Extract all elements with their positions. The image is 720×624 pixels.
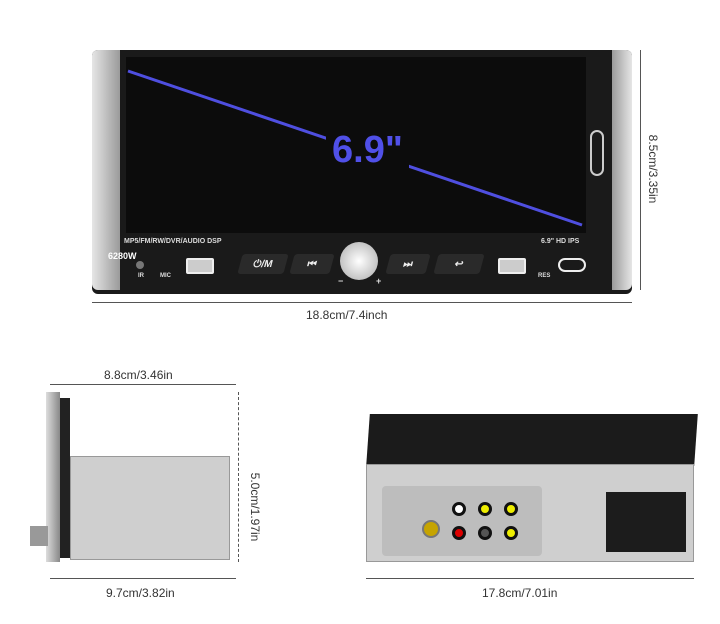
plus-label: + [376,276,382,286]
rear-connector-panel [382,486,542,556]
width-line [92,302,632,303]
rear-width-label: 17.8cm/7.01in [482,586,558,600]
prev-button[interactable]: ⏮ [289,254,335,274]
screen-size-label: 6.9" [326,129,409,172]
side-bezel [60,398,70,558]
side-height-label: 5.0cm/1.97in [248,472,262,542]
side-faceplate [46,392,60,562]
side-height-line [238,392,239,562]
rca-red-connector [452,526,466,540]
side-depth-top-line [50,384,236,385]
mic-label: MIC [160,273,171,279]
rca-yellow-connector [504,526,518,540]
front-width-label: 18.8cm/7.4inch [306,308,388,322]
screen: 6.9" [126,57,586,233]
side-depth-bottom-line [50,578,236,579]
side-depth-top-label: 8.8cm/3.46in [104,368,173,382]
usb-port-left[interactable] [186,258,214,274]
phone-icon [590,130,604,176]
ir-label: IR [138,273,144,279]
volume-knob[interactable] [340,242,378,280]
side-chassis [70,456,230,560]
rca-yellow-connector [478,502,492,516]
side-depth-bottom-label: 9.7cm/3.82in [106,586,175,600]
minus-label: − [338,276,344,286]
rca-yellow-connector [422,520,440,538]
rca-black-connector [478,526,492,540]
next-button[interactable]: ⏭ [385,254,431,274]
bezel-right [612,50,632,290]
bezel-left [92,50,120,290]
front-height-label: 8.5cm/3.35in [646,134,660,204]
back-button[interactable]: ↩ [433,254,485,274]
ir-sensor-icon [136,261,144,269]
iso-connector [606,492,686,552]
model-label: 6280W [108,251,137,261]
features-label: MP5/FM/RW/DVR/AUDIO DSP [124,238,222,245]
power-mode-button[interactable]: ⏻/M [237,254,289,274]
rear-screen-top [366,414,698,466]
res-label: RES [538,273,551,279]
display-label: 6.9" HD IPS [541,238,580,245]
rca-yellow-connector [504,502,518,516]
rear-width-line [366,578,694,579]
usb-port-right[interactable] [498,258,526,274]
rca-white-connector [452,502,466,516]
side-knob [30,526,48,546]
height-line [640,50,641,290]
usb-c-port[interactable] [558,258,586,272]
